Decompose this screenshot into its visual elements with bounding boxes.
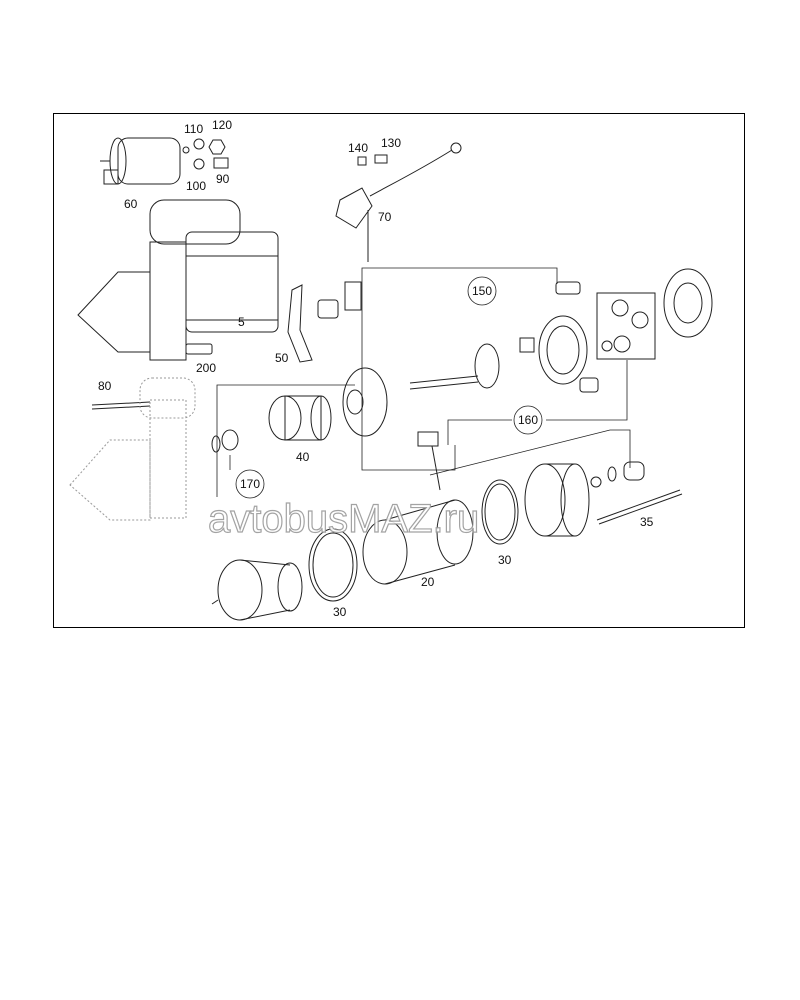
label-5: 5: [238, 315, 245, 329]
label-50: 50: [275, 351, 289, 365]
label-100: 100: [186, 179, 206, 193]
label-90: 90: [216, 172, 230, 186]
label-60: 60: [124, 197, 138, 211]
through-bolt-part: [91, 401, 151, 410]
label-150: 150: [472, 284, 492, 298]
shift-fork-part: [287, 281, 362, 363]
long-bolt-part: [596, 489, 683, 525]
label-20: 20: [421, 575, 435, 589]
label-circle-170: [235, 469, 265, 499]
label-160: 160: [518, 413, 538, 427]
planetary-gear-group: [342, 267, 599, 471]
armature-part: [211, 559, 303, 621]
ghost-starter-outline: [69, 377, 196, 521]
label-70: 70: [378, 210, 392, 224]
solenoid-switch-part: [100, 137, 190, 185]
label-30-left: 30: [333, 605, 347, 619]
cable-terminal-part: [335, 142, 462, 262]
label-35: 35: [640, 515, 654, 529]
label-170: 170: [240, 477, 260, 491]
label-140: 140: [348, 141, 368, 155]
label-130: 130: [381, 136, 401, 150]
screw-part: [185, 343, 213, 355]
label-110: 110: [184, 122, 203, 136]
snap-ring-bush-part: [211, 384, 355, 497]
ring-plate-part: [663, 268, 713, 338]
label-200: 200: [196, 361, 216, 375]
field-housing-part: [362, 429, 631, 585]
label-30-right: 30: [498, 553, 512, 567]
diagram-frame: [53, 113, 745, 628]
starter-assembly-part: [77, 199, 279, 361]
watermark-text: avtobusMAZ.ru: [208, 497, 479, 541]
pinion-drive-part: [268, 395, 332, 441]
o-ring-part: [308, 479, 519, 602]
nut-washer-set: [193, 138, 229, 170]
planet-gears-part: [447, 292, 656, 445]
label-40: 40: [296, 450, 310, 464]
label-80: 80: [98, 379, 112, 393]
label-circle-160: [513, 405, 543, 435]
label-120: 120: [212, 118, 232, 132]
label-circle-150: [467, 276, 497, 306]
end-cover-part: [524, 461, 645, 537]
